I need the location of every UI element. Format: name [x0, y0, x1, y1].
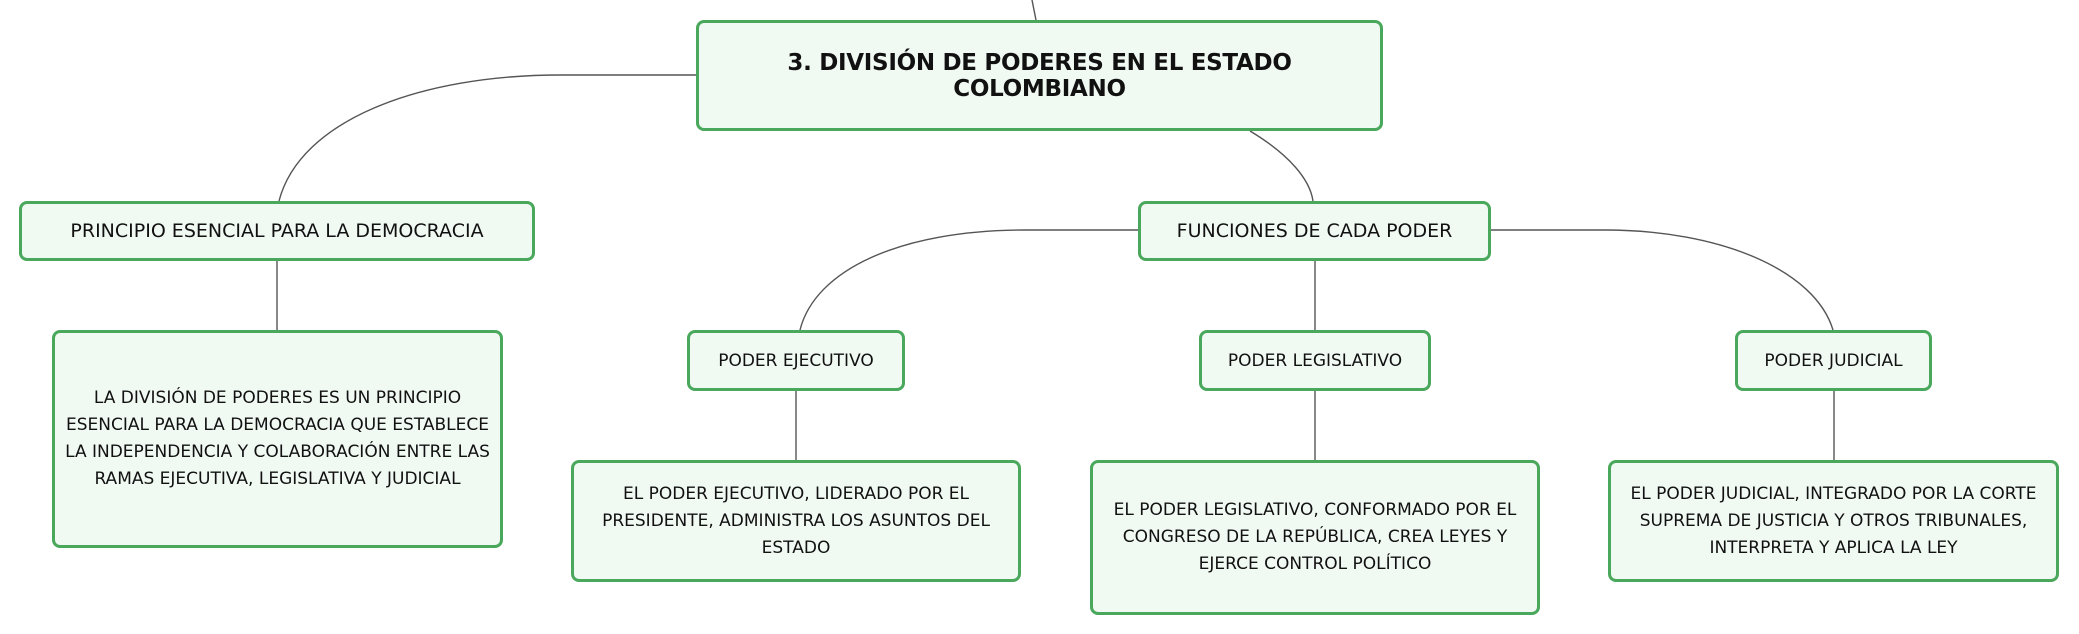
- root-topic-label: 3. DIVISIÓN DE PODERES EN EL ESTADO COLO…: [787, 49, 1292, 102]
- connector-root-parent: [1031, 0, 1037, 21]
- principio-description-node[interactable]: LA DIVISIÓN DE PODERES ES UN PRINCIPIO E…: [52, 330, 503, 548]
- legislativo-topic-label: PODER LEGISLATIVO: [1227, 350, 1403, 371]
- judicial-topic-label: PODER JUDICIAL: [1764, 350, 1903, 371]
- judicial-description-node[interactable]: EL PODER JUDICIAL, INTEGRADO POR LA CORT…: [1608, 460, 2059, 582]
- ejecutivo-description-node[interactable]: EL PODER EJECUTIVO, LIDERADO POR EL PRES…: [571, 460, 1021, 582]
- connector-funciones-judicial: [1491, 229, 1834, 331]
- connector-root-funciones: [1249, 130, 1314, 202]
- legislativo-description-node[interactable]: EL PODER LEGISLATIVO, CONFORMADO POR EL …: [1090, 460, 1540, 615]
- judicial-description-text: EL PODER JUDICIAL, INTEGRADO POR LA CORT…: [1630, 483, 2037, 558]
- connector-root-principio: [278, 74, 696, 202]
- legislativo-topic-node[interactable]: PODER LEGISLATIVO: [1199, 330, 1431, 391]
- ejecutivo-description-text: EL PODER EJECUTIVO, LIDERADO POR EL PRES…: [602, 483, 990, 558]
- connector-funciones-ejecutivo: [799, 229, 1138, 331]
- funciones-topic-label: FUNCIONES DE CADA PODER: [1176, 220, 1453, 242]
- principio-description-text: LA DIVISIÓN DE PODERES ES UN PRINCIPIO E…: [65, 388, 490, 489]
- legislativo-description-text: EL PODER LEGISLATIVO, CONFORMADO POR EL …: [1113, 500, 1517, 574]
- ejecutivo-topic-node[interactable]: PODER EJECUTIVO: [687, 330, 905, 391]
- principio-topic-label: PRINCIPIO ESENCIAL PARA LA DEMOCRACIA: [70, 220, 484, 242]
- funciones-topic-node[interactable]: FUNCIONES DE CADA PODER: [1138, 201, 1491, 261]
- judicial-topic-node[interactable]: PODER JUDICIAL: [1735, 330, 1932, 391]
- principio-topic-node[interactable]: PRINCIPIO ESENCIAL PARA LA DEMOCRACIA: [19, 201, 535, 261]
- ejecutivo-topic-label: PODER EJECUTIVO: [718, 350, 874, 371]
- root-topic-node[interactable]: 3. DIVISIÓN DE PODERES EN EL ESTADO COLO…: [696, 20, 1383, 131]
